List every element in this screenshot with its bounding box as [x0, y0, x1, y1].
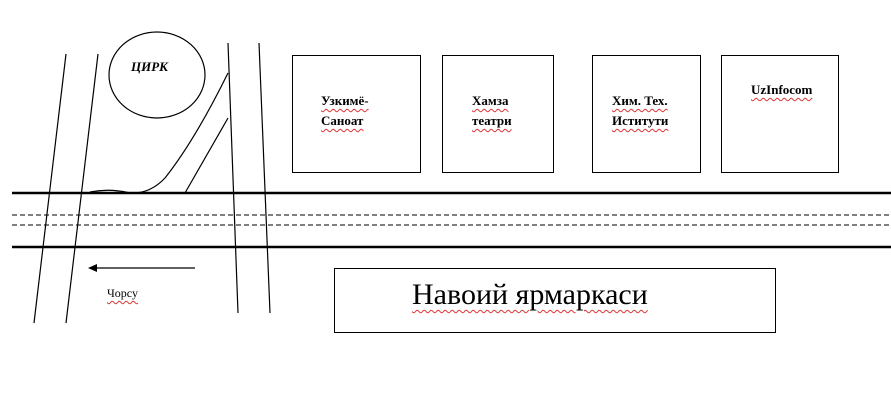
- building-label-line: Иститути: [612, 113, 669, 128]
- building-label: Хим. Тех. Иститути: [612, 91, 668, 131]
- building-label-line: театри: [472, 113, 512, 128]
- building-label-line: Хим. Тех.: [612, 93, 668, 108]
- building-uzinfocom: [721, 55, 839, 173]
- side-street-line: [33, 53, 67, 324]
- building-label-line: Хамза: [472, 93, 509, 108]
- building-label-line: UzInfocom: [751, 82, 813, 97]
- side-street-line: [227, 42, 239, 314]
- circus-label: ЦИРК: [131, 59, 168, 74]
- building-label: Хамза театри: [472, 91, 512, 131]
- building-chem-tech-institute: [592, 55, 701, 173]
- ramp-curve: [89, 72, 229, 194]
- arrow-head-icon: [88, 264, 97, 272]
- ramp-line: [184, 117, 229, 194]
- circus-circle: [108, 31, 206, 119]
- side-street-line: [65, 53, 99, 324]
- navoi-fair-label: Навоий ярмаркаси: [412, 278, 648, 311]
- navoi-fair-box: [334, 268, 776, 333]
- building-label-line: Узкимё-: [321, 93, 369, 108]
- building-label: Узкимё- Саноат: [321, 91, 369, 131]
- building-label: UzInfocom: [751, 80, 812, 100]
- building-uzkimyo-sanoat: [292, 55, 421, 173]
- building-hamza-theatre: [442, 55, 554, 173]
- building-label-line: Саноат: [321, 113, 364, 128]
- direction-label: Чорсу: [107, 286, 138, 300]
- side-street-line: [258, 42, 271, 314]
